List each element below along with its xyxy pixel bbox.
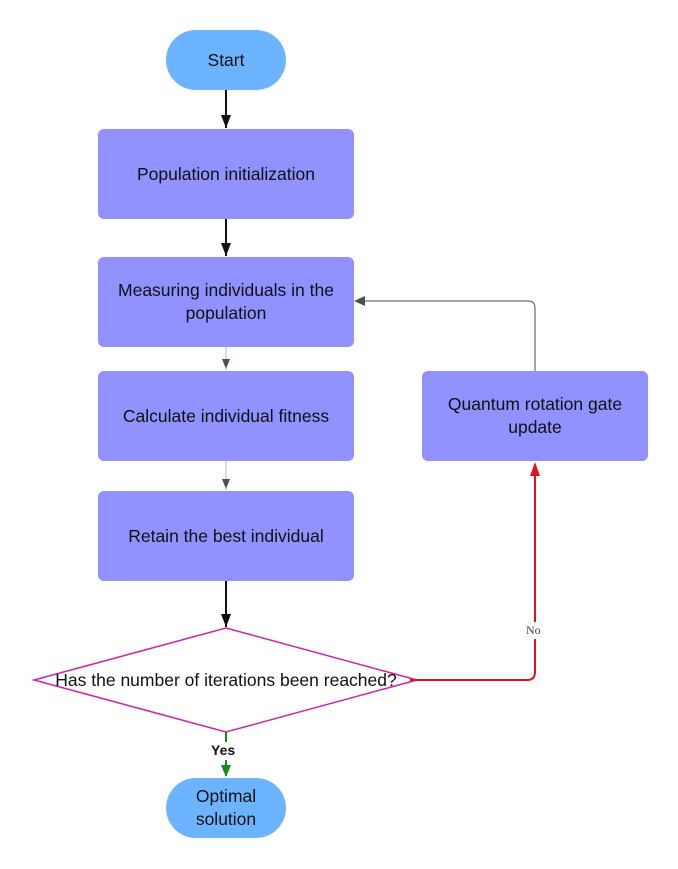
arrowhead-icon	[221, 243, 231, 256]
decision-text: Has the number of iterations been reache…	[30, 668, 422, 692]
arrowhead-icon	[530, 462, 540, 476]
arrowhead-icon	[354, 296, 365, 306]
retain-best-node[interactable]: Retain the best individual	[98, 491, 354, 581]
measuring-individuals-label: Measuring individuals in the population	[118, 280, 334, 323]
arrowhead-icon	[221, 765, 231, 777]
arrowhead-icon	[222, 359, 230, 369]
optimal-solution-node[interactable]: Optimal solution	[166, 778, 286, 838]
quantum-rotation-label: Quantum rotation gate update	[447, 394, 623, 437]
measuring-individuals-node[interactable]: Measuring individuals in the population	[98, 257, 354, 347]
optimal-solution-label: Optimal solution	[195, 786, 257, 829]
start-node[interactable]: Start	[166, 30, 286, 90]
calculate-fitness-node[interactable]: Calculate individual fitness	[98, 371, 354, 461]
edge-no	[410, 474, 536, 681]
arrowhead-icon	[222, 479, 230, 489]
calculate-fitness-label: Calculate individual fitness	[122, 405, 330, 426]
yes-edge-label: Yes	[211, 742, 236, 758]
arrowhead-icon	[221, 115, 231, 128]
edge-loop	[364, 300, 536, 371]
population-initialization-node[interactable]: Population initialization	[98, 129, 354, 219]
population-initialization-label: Population initialization	[136, 163, 316, 184]
arrowhead-icon	[221, 614, 231, 627]
start-label: Start	[207, 49, 245, 70]
no-edge-label: No	[526, 622, 541, 639]
decision-label: Has the number of iterations been reache…	[55, 669, 397, 690]
quantum-rotation-node[interactable]: Quantum rotation gate update	[422, 371, 648, 461]
retain-best-label: Retain the best individual	[128, 525, 324, 546]
